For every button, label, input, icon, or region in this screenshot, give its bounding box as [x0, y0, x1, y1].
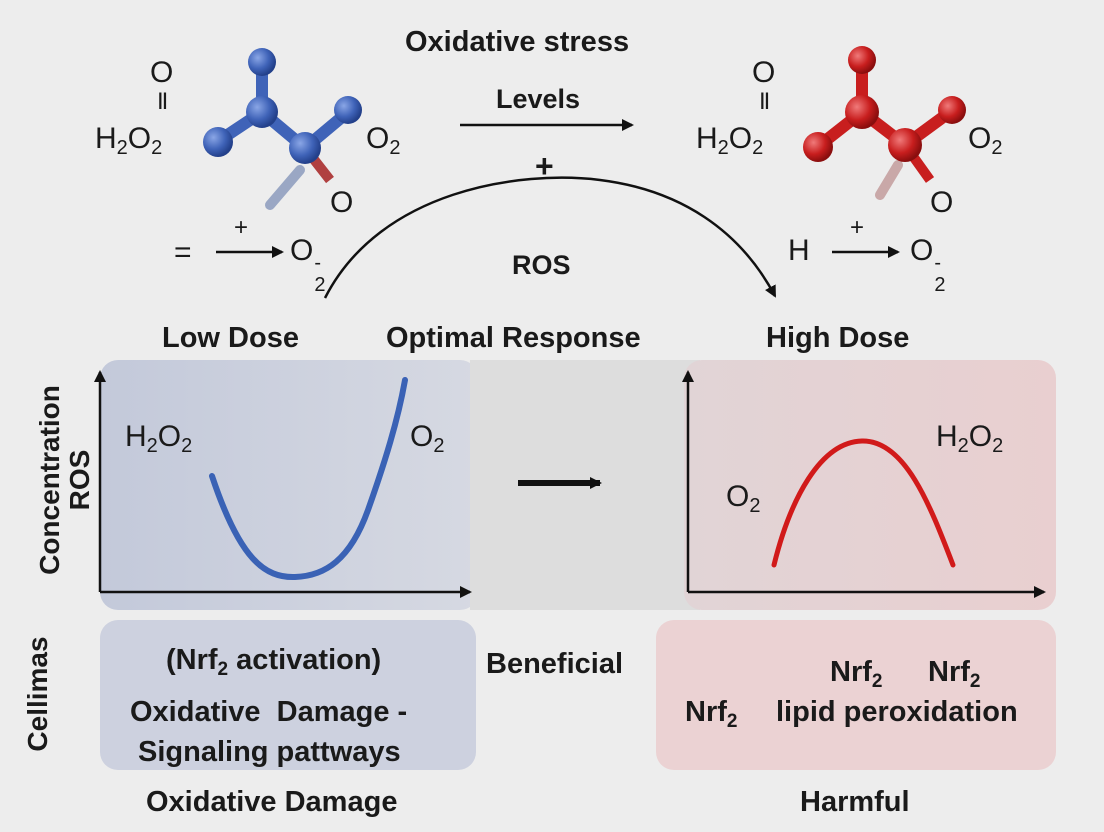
right-o2-label: O2	[968, 122, 1003, 159]
right-h2o2-label: H2O2	[696, 122, 764, 159]
side-label: Cellimas	[22, 636, 53, 752]
left-reaction-plus: +	[234, 214, 249, 241]
curved-ros-arrow	[323, 176, 777, 299]
right-reaction-plus: +	[850, 214, 865, 241]
low-dose-u-curve	[209, 377, 408, 581]
low-dose-label: Low Dose	[162, 322, 299, 354]
left-o2-label: O2	[366, 122, 401, 159]
levels-label: Levels	[496, 84, 581, 114]
high-chart-h2o2-label: H2O2	[936, 420, 1004, 457]
left-double-bond: II	[157, 88, 168, 115]
beneficial-label: Beneficial	[486, 648, 623, 680]
bottom-harmful-label: Harmful	[800, 786, 910, 818]
high-dose-effect-box	[656, 620, 1056, 770]
blue-molecule	[203, 48, 362, 210]
right-double-bond: II	[759, 88, 770, 115]
signaling-pathways-text: Signaling pattways	[138, 736, 401, 768]
bottom-oxidative-damage-label: Oxidative Damage	[146, 786, 398, 818]
diagram-title: Oxidative stress	[405, 26, 630, 58]
nrf2-activation-text: (Nrf2 activation)	[166, 644, 382, 680]
high-dose-axes	[682, 370, 1046, 598]
optimal-response-label: Optimal Response	[386, 322, 641, 354]
right-reaction-reactant: H	[788, 234, 810, 267]
right-top-o: O	[752, 56, 776, 89]
right-reaction-product: O-2	[910, 234, 946, 296]
plus-sign: +	[535, 148, 554, 184]
nrf2-label-a: Nrf2	[830, 656, 883, 692]
left-reaction-product: O-2	[290, 234, 326, 296]
high-dose-panel	[684, 360, 1056, 610]
low-dose-effect-box	[100, 620, 476, 770]
high-dose-label: High Dose	[766, 322, 910, 354]
y-axis-label: Concentration ROS	[34, 385, 95, 575]
low-chart-h2o2-label: H2O2	[125, 420, 193, 457]
nrf2-label-c: Nrf2	[685, 696, 738, 732]
left-reaction-equals: =	[174, 236, 192, 269]
left-h2o2-label: H2O2	[95, 122, 163, 159]
low-dose-panel	[100, 360, 478, 610]
oxidative-damage-text: Oxidative Damage -	[130, 696, 408, 728]
left-bottom-o: O	[330, 186, 354, 219]
right-bottom-o: O	[930, 186, 954, 219]
low-chart-o2-label: O2	[410, 420, 445, 457]
low-dose-axes	[94, 370, 472, 598]
nrf2-label-b: Nrf2	[928, 656, 981, 692]
left-top-o: O	[150, 56, 174, 89]
ros-label: ROS	[512, 250, 571, 280]
red-molecule	[803, 46, 966, 200]
high-chart-o2-label: O2	[726, 480, 761, 517]
high-dose-inverted-u-curve	[771, 438, 956, 568]
lipid-peroxidation-text: lipid peroxidation	[776, 696, 1018, 728]
